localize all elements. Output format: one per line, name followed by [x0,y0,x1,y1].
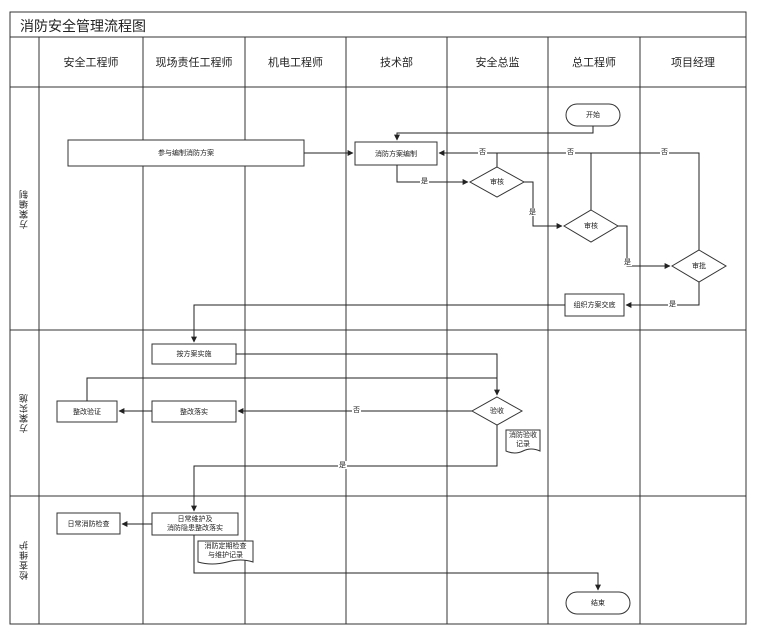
lane-label-inspection-maintenance: 检查维护 [20,540,30,580]
rectify-box: 整改落实 [180,407,208,416]
edge-label-safety-pass: 是 [528,208,537,216]
review-safety-shape [468,166,526,198]
edge-label-chief-reject: 否 [566,148,575,156]
column-header-mep-engineer: 机电工程师 [268,56,323,69]
swimlane-grid [9,11,747,625]
review-safety-decision: 审核 [490,178,504,186]
daily-check-box: 日常消防检查 [67,519,110,528]
participate-plan-box: 参与编制消防方案 [158,149,214,157]
node-shapes [56,103,727,615]
periodic-record-line2: 与维护记录 [208,551,243,559]
edge-label-pm-pass: 是 [668,300,677,308]
lane-label-plan-implement: 方案实施 [20,393,30,433]
end-shape [565,591,631,615]
column-header-safety-engineer: 安全工程师 [63,56,119,69]
periodic-record-shape [197,540,254,565]
implement-box: 按方案实施 [176,350,212,358]
briefing-box: 组织方案交底 [573,301,616,309]
participate-shape [67,139,305,167]
daily-maintenance-line2: 消防隐患整改落实 [167,524,223,532]
edge-label-safety-reject: 否 [478,148,487,156]
column-header-tech-dept: 技术部 [380,56,413,69]
lane-label-plan-compile: 方案编制 [20,188,30,229]
review-chief-shape [563,209,619,243]
page-title: 消防安全管理流程图 [20,19,146,35]
lane-plan-compile: 方案编制 [10,87,39,330]
daily-maintenance-box: 日常维护及 消防隐患整改落实 [152,513,238,535]
column-header-site-engineer: 现场责任工程师 [155,56,233,69]
start-node: 开始 [586,111,600,119]
end-node: 结束 [591,599,605,607]
acceptance-record-doc: 消防验收记录 [509,431,537,448]
column-header-chief-engineer: 总工程师 [572,56,616,69]
edge-label-compile-to-review: 是 [420,177,429,185]
compile-shape [354,141,438,166]
compile-plan-box: 消防方案编制 [375,149,417,158]
edge-label-pm-reject: 否 [660,148,669,156]
edge-label-acceptance-pass: 是 [338,461,347,469]
rectify-verify-box: 整改验证 [73,407,101,416]
edge-label-chief-pass: 是 [623,258,632,266]
column-header-safety-director: 安全总监 [475,56,520,69]
daily-maintenance-line1: 日常维护及 [177,515,213,523]
acceptance-record-shape [505,429,541,454]
lane-plan-implement: 方案实施 [10,330,39,496]
periodic-record-doc: 消防定期检查 与维护记录 [198,541,253,561]
daily-check-shape [56,512,121,535]
approve-pm-decision: 审批 [692,262,706,270]
lane-inspection-maintenance: 检查维护 [10,496,39,624]
review-chief-decision: 审核 [584,222,598,230]
edge-label-acceptance-fail: 否 [352,406,361,414]
acceptance-decision: 验收 [490,407,504,415]
periodic-record-line1: 消防定期检查 [204,542,247,550]
column-header-project-manager: 项目经理 [671,56,715,69]
